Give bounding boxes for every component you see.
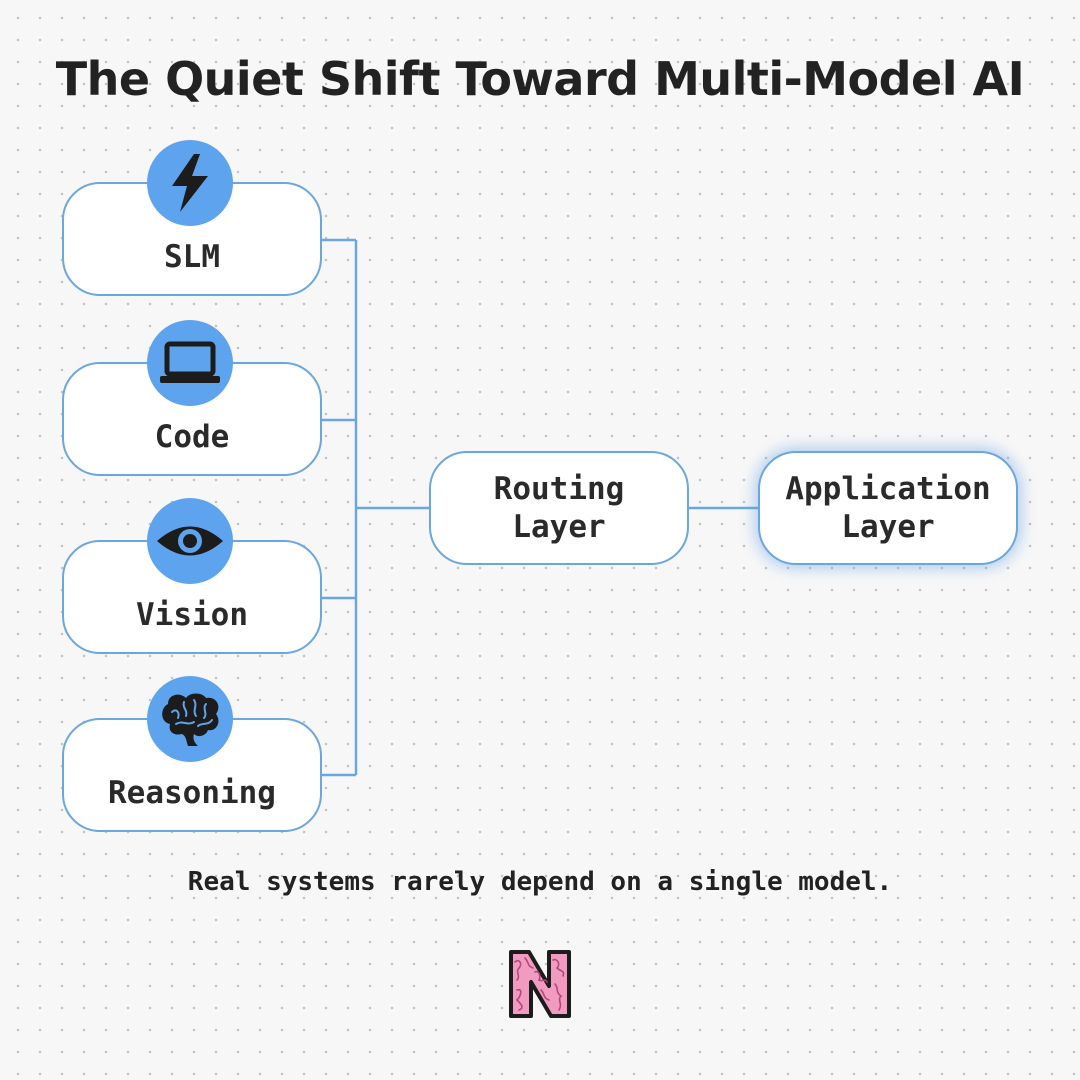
model-label-reasoning: Reasoning bbox=[108, 775, 276, 811]
model-box-vision: Vision bbox=[62, 540, 322, 654]
lightning-bolt-icon bbox=[147, 140, 233, 226]
laptop-icon bbox=[147, 320, 233, 406]
model-label-vision: Vision bbox=[136, 597, 248, 633]
routing-layer-box: Routing Layer bbox=[429, 451, 689, 565]
brain-icon bbox=[147, 676, 233, 762]
routing-layer-line2: Layer bbox=[512, 509, 606, 545]
model-label-slm: SLM bbox=[164, 239, 220, 275]
brain-n-logo bbox=[509, 950, 571, 1018]
application-layer-line1: Application bbox=[785, 471, 991, 507]
application-layer-box: Application Layer bbox=[758, 451, 1018, 565]
eye-icon bbox=[147, 498, 233, 584]
model-label-code: Code bbox=[154, 419, 230, 455]
application-layer-line2: Layer bbox=[841, 509, 935, 545]
page-title: The Quiet Shift Toward Multi-Model AI bbox=[55, 52, 1025, 106]
model-box-code: Code bbox=[62, 362, 322, 476]
caption: Real systems rarely depend on a single m… bbox=[187, 867, 893, 897]
routing-layer-line1: Routing bbox=[493, 471, 625, 507]
